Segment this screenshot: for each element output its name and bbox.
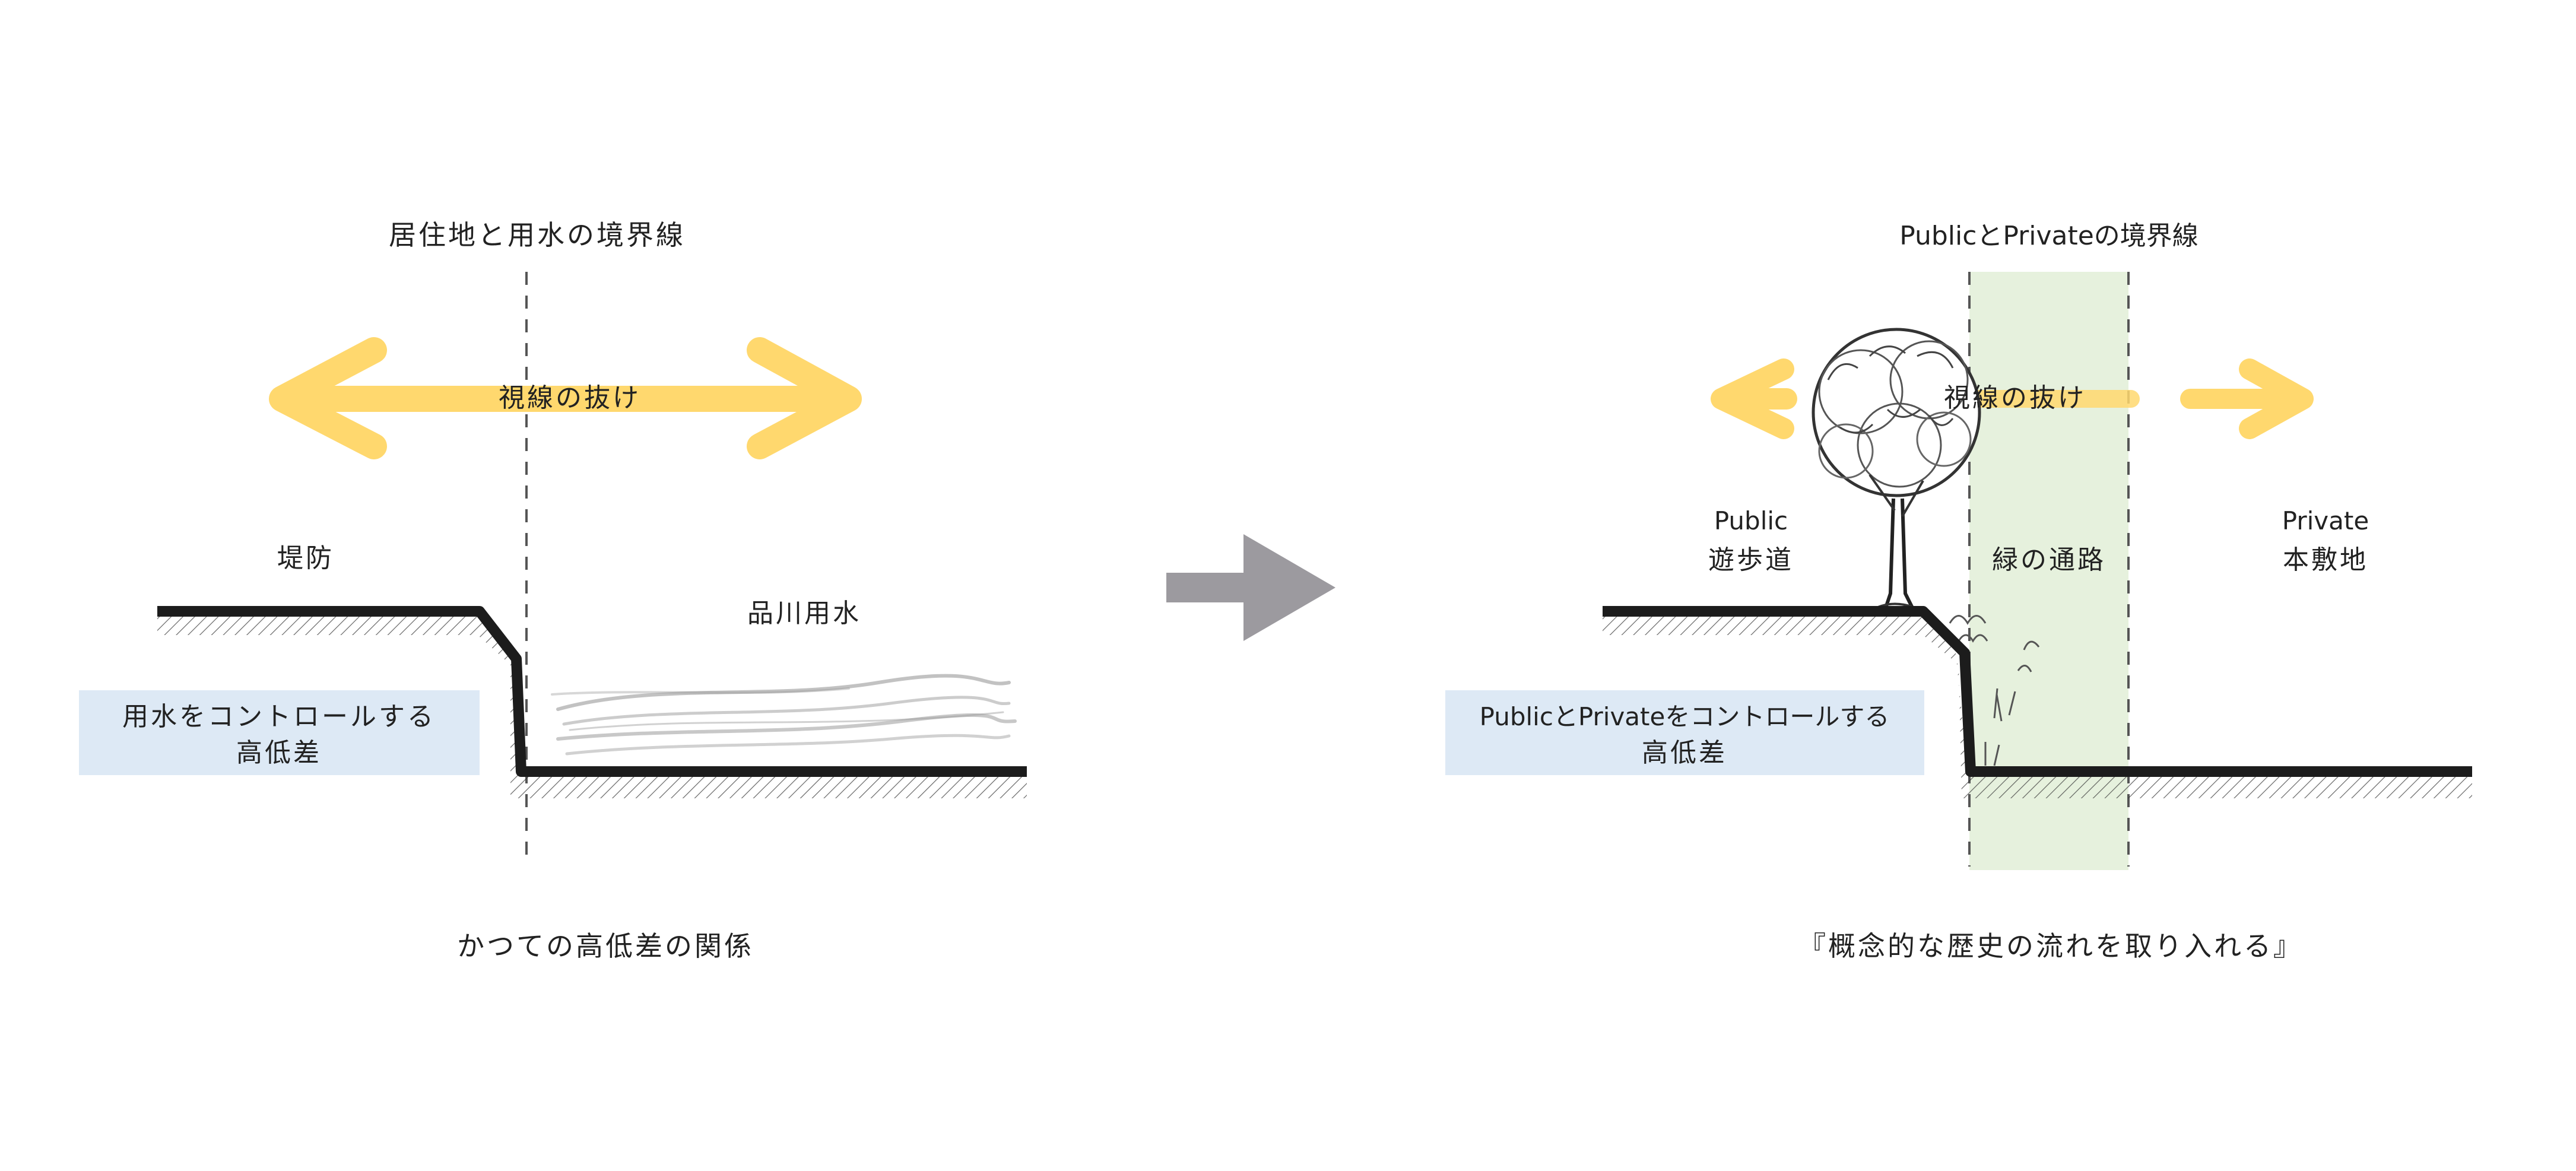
right-ground-section xyxy=(1603,606,2472,798)
left-control-box xyxy=(79,690,480,775)
right-control-box xyxy=(1445,690,1924,775)
left-caption: かつての高低差の関係 xyxy=(457,930,754,962)
tree-icon xyxy=(1812,328,1981,613)
public-jp-label: 遊歩道 xyxy=(1708,545,1794,575)
right-caption: 『概念的な歴史の流れを取り入れる』 xyxy=(1798,930,2303,962)
right-sightline-label: 視線の抜け xyxy=(1944,383,2086,413)
left-control-line2: 高低差 xyxy=(236,738,322,768)
left-sightline-label: 視線の抜け xyxy=(499,383,641,413)
right-diagram: PublicとPrivateの境界線 xyxy=(1445,221,2472,962)
canal-water-sketch xyxy=(551,674,1017,756)
right-arrow-icon xyxy=(1166,534,1335,641)
canal-label: 品川用水 xyxy=(747,598,861,629)
left-diagram: 居住地と用水の境界線 視線の抜け 堤防 品川用水 用 xyxy=(79,219,1027,962)
embankment-label: 堤防 xyxy=(277,543,334,573)
left-ground-section xyxy=(157,606,1027,798)
private-jp-label: 本敷地 xyxy=(2283,545,2368,575)
left-sightline-arrow xyxy=(269,337,862,459)
right-control-line1: PublicとPrivateをコントロールする xyxy=(1480,702,1890,731)
public-en-label: Public xyxy=(1714,506,1788,535)
right-control-line2: 高低差 xyxy=(1642,738,1727,768)
shrub-sketch xyxy=(1949,615,2040,766)
right-title: PublicとPrivateの境界線 xyxy=(1899,221,2199,251)
left-title: 居住地と用水の境界線 xyxy=(389,219,686,251)
green-path-label: 緑の通路 xyxy=(1992,545,2106,575)
left-control-line1: 用水をコントロールする xyxy=(122,702,436,732)
private-en-label: Private xyxy=(2282,506,2369,535)
